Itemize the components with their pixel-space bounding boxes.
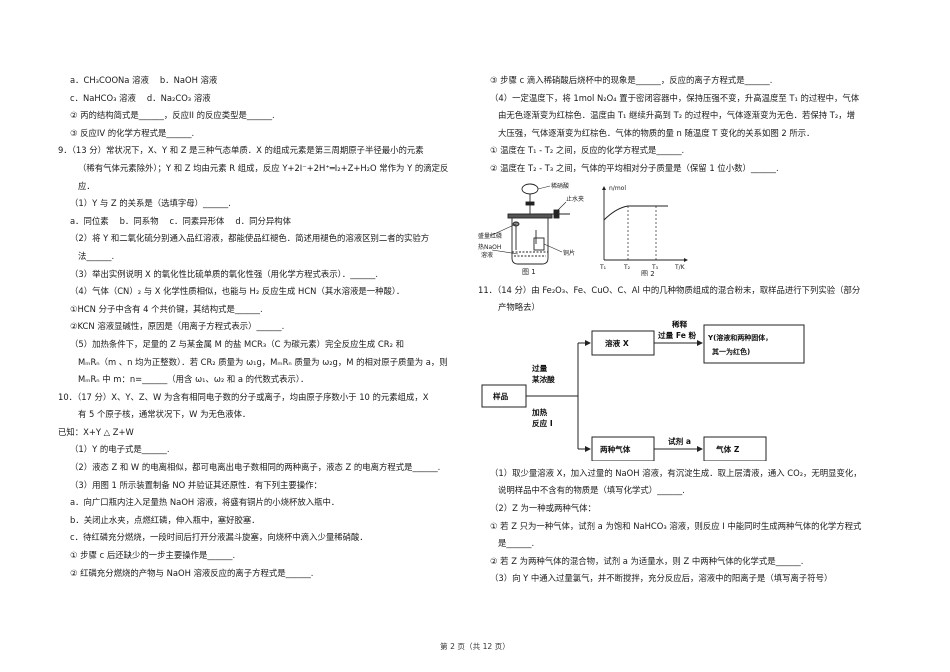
question-line: 是______.	[498, 538, 535, 549]
question-line: （1）取少量溶液 X，加入过量的 NaOH 溶液，有沉淀生成．取上层清液，通入 …	[490, 467, 862, 478]
tick-label: T/K	[674, 264, 686, 271]
result-y-label: 其一为红色)	[712, 347, 750, 356]
question-line: （1）Y 的电子式是______.	[70, 444, 170, 455]
question-line: （4）气体（CN）₂ 与 X 化学性质相似，也能与 H₂ 反应生成 HCN（其水…	[70, 286, 405, 297]
page-footer: 第 2 页（共 12 页）	[440, 642, 510, 651]
question-line: ① 若 Z 只为一种气体，试剂 a 为饱和 NaHCO₃ 溶液，则反应 I 中能…	[490, 520, 862, 531]
question-line: MₘRₙ（m 、n 均为正整数）．若 CR₂ 质量为 ω₁g，MₘRₙ 质量为 …	[78, 356, 448, 367]
label-hot-naoh: 热NaOH	[478, 243, 501, 251]
flowchart: 样品 过量 某浓酸 加热 反应 I 溶液 X 稀释 过量 Fe 粉 Y(溶液和两…	[478, 317, 900, 462]
question-9-line: 应．	[78, 180, 95, 191]
question-line: 大压强，气体逐渐变为红棕色．气体的物质的量 n 随温度 T 变化的关系如图 2 …	[498, 127, 815, 138]
branch-bottom-label: 反应 I	[532, 418, 553, 428]
label-water-clamp: 止水夹	[566, 195, 584, 203]
question-line: （3）举出实例说明 X 的氧化性比硫单质的氧化性强（用化学方程式表示）．____…	[70, 268, 378, 279]
figure-1-apparatus: 稀硝酸 止水夹 盛量红磷 热NaOH 溶液 铜片 图 1 n/mol T₁ T₂…	[478, 182, 688, 278]
question-11-line: 11．（14 分）由 Fe₂O₃、Fe、CuO、C、Al 中的几种物质组成的混合…	[478, 284, 861, 295]
question-line: ② 丙的结构简式是______，反应II 的反应类型是______.	[70, 110, 275, 121]
two-gases-label: 两种气体	[600, 444, 631, 454]
question-line: 说明样品中不含有的物质是（填写化学式）______.	[498, 485, 685, 496]
sample-label: 样品	[493, 391, 509, 401]
right-column: ③ 步骤 c 滴入稀硝酸后烧杯中的现象是______，反应的离子方程式是____…	[478, 72, 900, 588]
question-line: （2）Z 为一种或两种气体：	[490, 502, 596, 513]
question-line: ② 温度在 T₂ - T₃ 之间，气体的平均相对分子质量是（保留 1 位小数）_…	[490, 162, 779, 173]
question-line: 由无色逐渐变为红棕色．温度由 T₁ 继续升高到 T₂ 的过程中，气体逐渐变为无色…	[498, 110, 855, 121]
tick-label: T₁	[599, 264, 607, 271]
tick-label: T₂	[623, 264, 631, 271]
question-9-line: 9．（13 分）常状况下，X、Y 和 Z 是三种气态单质．X 的组成元素是第三周…	[58, 145, 424, 156]
figure-2-graph: n/mol T₁ T₂ T₃ T/K 图 2	[599, 185, 688, 278]
step-line: c．待红磷充分燃烧，一段时间后打开分液漏斗旋塞，向烧杯中滴入少量稀硝酸．	[70, 532, 368, 543]
label-dilute-nitric-acid: 稀硝酸	[551, 182, 569, 190]
question-line: （4）一定温度下，将 1mol N₂O₄ 置于密闭容器中，保持压强不变，升高温度…	[490, 92, 860, 103]
step-line: a．向广口瓶内注入足量热 NaOH 溶液，将盛有铜片的小烧杯放入瓶中．	[70, 497, 340, 508]
question-line: ③ 步骤 c 滴入稀硝酸后烧杯中的现象是______，反应的离子方程式是____…	[490, 75, 773, 85]
question-line: （2）将 Y 和二氧化硫分别通入品红溶液，都能使品红褪色．简述用褪色的溶液区别二…	[70, 233, 430, 244]
option-line: c．NaHCO₃ 溶液 d．Na₂CO₃ 溶液	[70, 92, 211, 103]
label-solution: 溶液	[481, 251, 493, 259]
option-line: a．同位素 b．同系物 c．同素异形体 d．同分异构体	[70, 215, 291, 226]
y-axis-label: n/mol	[609, 185, 626, 192]
question-line: ① 步骤 c 后还缺少的一步主要操作是______.	[70, 550, 236, 561]
left-column: a．CH₃COONa 溶液 b．NaOH 溶液 c．NaHCO₃ 溶液 d．Na…	[58, 72, 466, 582]
question-10-line: 有 5 个原子核，通常状况下，W 为无色液体．	[78, 409, 251, 420]
question-9-line: （稀有气体元素除外）；Y 和 Z 均由元素 R 组成，反应 Y+2I⁻+2H⁺═…	[78, 162, 449, 173]
question-11-line: 产物略去）	[498, 302, 540, 313]
question-line: ①HCN 分子中含有 4 个共价键，其结构式是______.	[70, 303, 263, 314]
question-line: （2）液态 Z 和 W 的电离相似，都可电离出电子数相同的两种离子，液态 Z 的…	[70, 462, 441, 473]
figure-1-caption: 图 1	[522, 268, 536, 276]
arrow-top-label: 过量 Fe 粉	[658, 330, 697, 340]
question-line: ① 温度在 T₁ - T₂ 之间，反应的化学方程式是______.	[490, 145, 685, 156]
step-line: b．关闭止水夹，点燃红磷，伸入瓶中，塞好胶塞．	[70, 514, 260, 525]
question-line: （3）用图 1 所示装置制备 NO 并验证其还原性．有下列主要操作：	[70, 479, 322, 490]
question-line: ②KCN 溶液显碱性，原因是（用离子方程式表示）______.	[70, 321, 285, 332]
solution-x-label: 溶液 X	[605, 338, 629, 348]
question-line: （3）向 Y 中通入过量氯气，并不断搅拌，充分反应后，溶液中的阳离子是（填写离子…	[490, 573, 833, 584]
question-line: （5）加热条件下，足量的 Z 与某金属 M 的盐 MCR₃（C 为碳元素）完全反…	[70, 338, 404, 349]
figure-2-caption: 图 2	[641, 270, 655, 276]
question-line: ③ 反应IV 的化学方程式是______.	[70, 127, 195, 138]
question-line: （1）Y 与 Z 的关系是（选填字母）______.	[70, 198, 231, 209]
question-line: ② 若 Z 为两种气体的混合物，试剂 a 为适量水，则 Z 中两种气体的化学式是…	[490, 555, 804, 566]
label-red-phosphorus: 盛量红磷	[478, 232, 502, 240]
branch-bottom-label: 加热	[531, 407, 548, 417]
tick-label: T₃	[651, 264, 659, 271]
reaction-line: 已知：X+Y △ Z+W	[58, 426, 134, 437]
question-line: 法______.	[78, 250, 115, 261]
option-line: a．CH₃COONa 溶液 b．NaOH 溶液	[70, 75, 218, 85]
result-y-box	[703, 324, 805, 364]
arrow-top-label: 稀释	[672, 319, 688, 329]
result-y-label: Y(溶液和两种固体，	[707, 333, 772, 342]
reagent-a-label: 试剂 a	[668, 436, 691, 446]
gas-z-label: 气体 Z	[715, 444, 740, 454]
question-line: MₘRₙ 中 m：n=______（用含 ω₁、ω₂ 和 a 的代数式表示）．	[78, 374, 309, 385]
flowchart-svg: 样品 过量 某浓酸 加热 反应 I 溶液 X 稀释 过量 Fe 粉 Y(溶液和两…	[481, 319, 805, 462]
branch-top-label: 某浓酸	[531, 374, 555, 384]
figures-row: 稀硝酸 止水夹 盛量红磷 热NaOH 溶液 铜片 图 1 n/mol T₁ T₂…	[478, 180, 900, 278]
label-copper-sheet: 铜片	[563, 249, 575, 257]
branch-top-label: 过量	[532, 363, 548, 373]
question-line: ② 红磷充分燃烧的产物与 NaOH 溶液反应的离子方程式是______.	[70, 567, 314, 578]
question-10-line: 10．（17 分）X、Y、Z、W 为含有相同电子数的分子或离子，均由原子序数小于…	[58, 391, 429, 402]
